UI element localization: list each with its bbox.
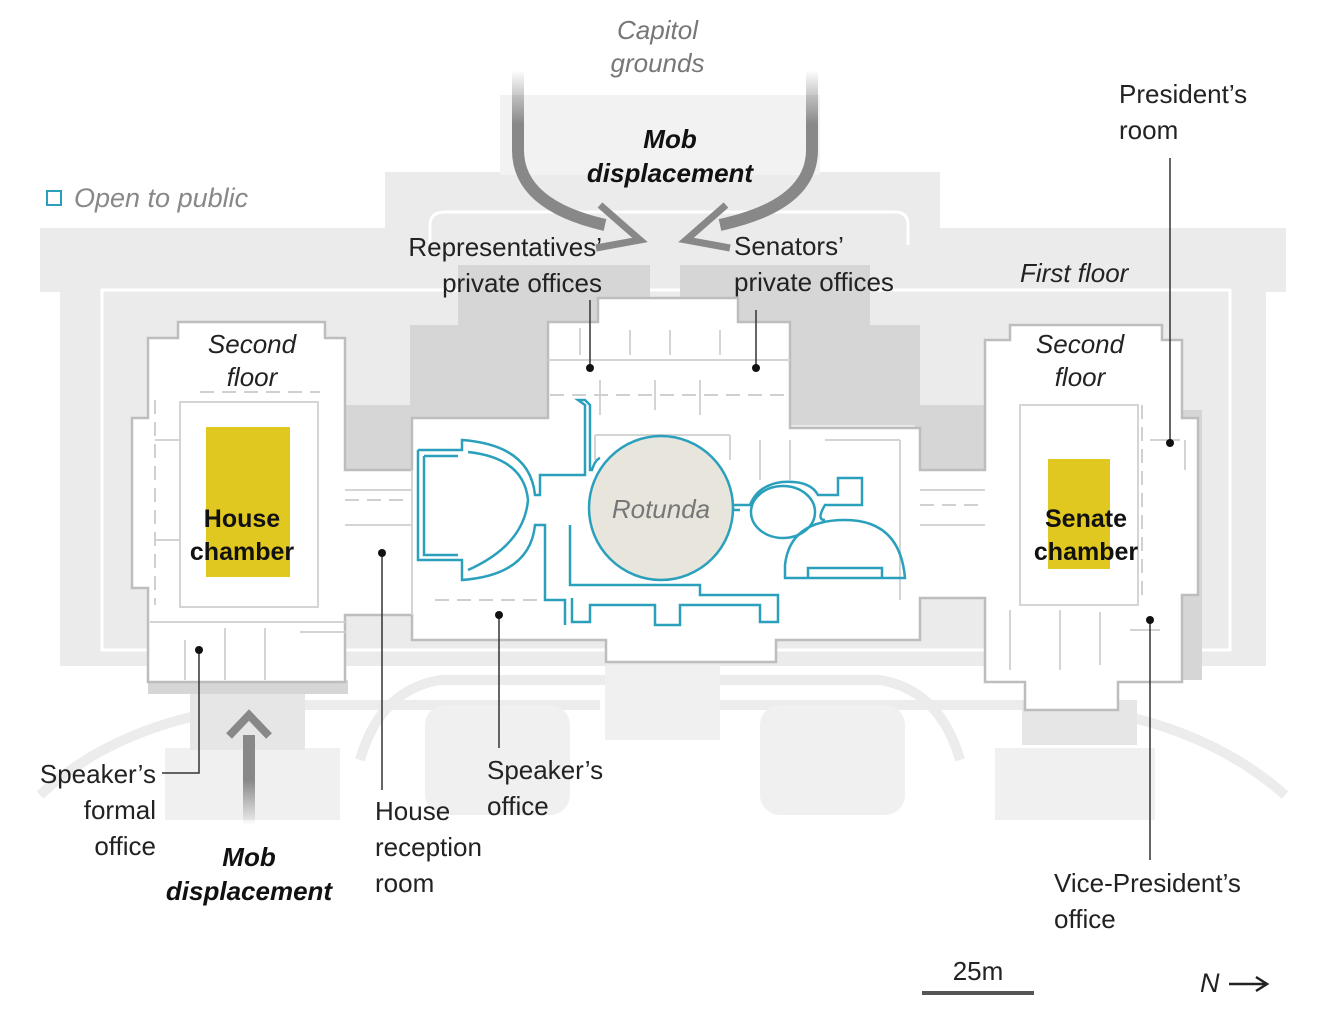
open-to-public-legend-icon [46, 190, 62, 206]
senate-chamber-block [1048, 459, 1110, 569]
speakers-formal-line1: Speaker’s [39, 759, 156, 789]
presidents-line2: room [1119, 115, 1179, 145]
second-floor-left-line2: floor [226, 362, 278, 392]
north-arrow-icon [1228, 975, 1269, 992]
public-areas [416, 398, 907, 627]
mob-arrowheads [595, 202, 731, 252]
house-line1: House [203, 505, 281, 533]
north-label: N [1200, 968, 1220, 998]
north-indicator: N [1200, 968, 1270, 999]
speakers-formal-line3: office [94, 831, 156, 861]
mob-arrow-icon-bottom [226, 709, 272, 825]
interior-dashed [154, 391, 1143, 605]
reps-offices-label: Representatives’ private offices [380, 229, 602, 301]
scale-bar-line [922, 991, 1034, 995]
presidents-room-label: President’s room [1119, 76, 1247, 148]
vp-line1: Vice-President’s [1054, 868, 1241, 898]
vp-line2: office [1054, 904, 1116, 934]
mob-top-line1: Mob [643, 124, 697, 154]
capitol-grounds-label: Capitol grounds [590, 12, 725, 81]
grounds-line2: grounds [610, 48, 705, 78]
grounds-line1: Capitol [617, 15, 698, 45]
reps-line1: Representatives’ [408, 232, 602, 262]
house-chamber-label: House chamber [172, 503, 312, 569]
speakers-formal-line2: formal [83, 795, 156, 825]
house-line2: chamber [189, 538, 295, 566]
mob-displacement-bottom-label: Mob displacement [158, 840, 340, 908]
mob-bottom-line1: Mob [222, 842, 276, 872]
house-reception-line2: reception [375, 832, 482, 862]
interior-walls [150, 328, 1186, 680]
speakers-formal-office-label: Speaker’s formal office [30, 756, 156, 864]
house-reception-room-label: House reception room [375, 793, 482, 901]
leader-lines [162, 158, 1171, 860]
second-floor-right-label: Second floor [1020, 328, 1140, 394]
callout-dot-icon [195, 364, 1174, 654]
vp-office-label: Vice-President’s office [1054, 865, 1241, 937]
mob-arrow-icon [512, 70, 818, 231]
senators-offices-label: Senators’ private offices [734, 228, 894, 300]
senate-line2: chamber [1033, 538, 1139, 566]
reps-line2: private offices [442, 268, 602, 298]
first-floor-label: First floor [1020, 258, 1129, 288]
senate-chamber-label: Senate chamber [1016, 503, 1156, 569]
scale-bar: 25m [922, 955, 1034, 995]
second-floor-right-line2: floor [1054, 362, 1106, 392]
rotunda-label: Rotunda [611, 494, 711, 524]
house-chamber-block [206, 427, 290, 577]
senators-line2: private offices [734, 267, 894, 297]
second-floor-left-line1: Second [207, 329, 297, 359]
speakers-office-line2: office [487, 791, 549, 821]
legend-label: Open to public [74, 182, 249, 213]
mob-top-line2: displacement [586, 158, 754, 188]
senate-line1: Senate [1045, 505, 1127, 533]
house-reception-line3: room [375, 868, 435, 898]
speakers-office-label: Speaker’s office [487, 752, 603, 824]
rotunda-circle [587, 434, 735, 582]
house-reception-line1: House [375, 796, 451, 826]
second-floor-right-line1: Second [1035, 329, 1125, 359]
legend: Open to public [46, 182, 248, 214]
second-floor-left-label: Second floor [192, 328, 312, 394]
presidents-line1: President’s [1119, 79, 1248, 109]
scale-label: 25m [952, 956, 1004, 986]
mob-bottom-line2: displacement [165, 876, 333, 906]
mob-displacement-top-label: Mob displacement [580, 122, 760, 190]
senators-line1: Senators’ [734, 231, 844, 261]
speakers-office-line1: Speaker’s [487, 755, 604, 785]
